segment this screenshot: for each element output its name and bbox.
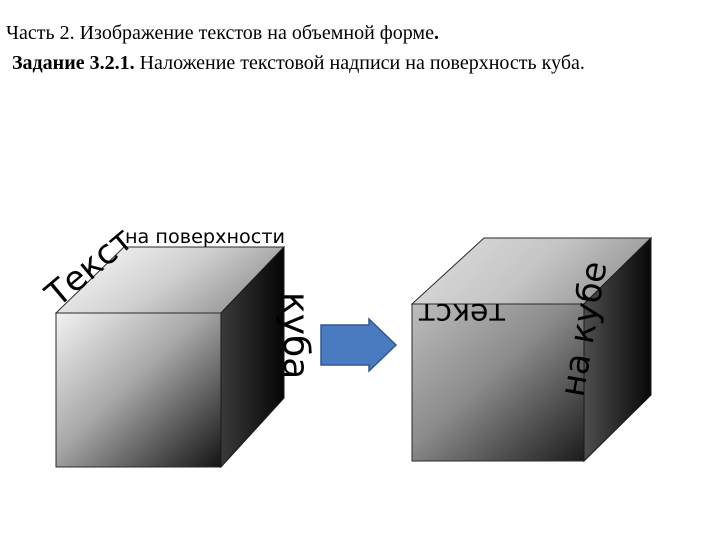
cube-after-side-face [583,236,652,463]
cube-before: Текст на поверхности куба [37,220,316,469]
section-heading: Часть 2. Изображение текстов на объемной… [6,22,439,45]
task-description: Наложение текстовой надписи на поверхнос… [134,52,585,74]
section-heading-end-mark: . [433,22,439,44]
cube-after-label-front: текст [418,296,506,331]
cube-before-side-face [220,245,285,469]
cube-before-label-top: на поверхности [125,226,285,248]
transform-arrow [320,317,398,373]
task-number: Задание 3.2.1. [12,52,135,74]
cube-before-front-face [55,312,222,468]
cube-before-label-right: куба [275,292,316,379]
section-heading-text: Часть 2. Изображение текстов на объемной… [6,22,434,44]
cube-after: текст на кубе [410,236,653,463]
task-heading: Задание 3.2.1. Наложение текстовой надпи… [12,52,585,75]
